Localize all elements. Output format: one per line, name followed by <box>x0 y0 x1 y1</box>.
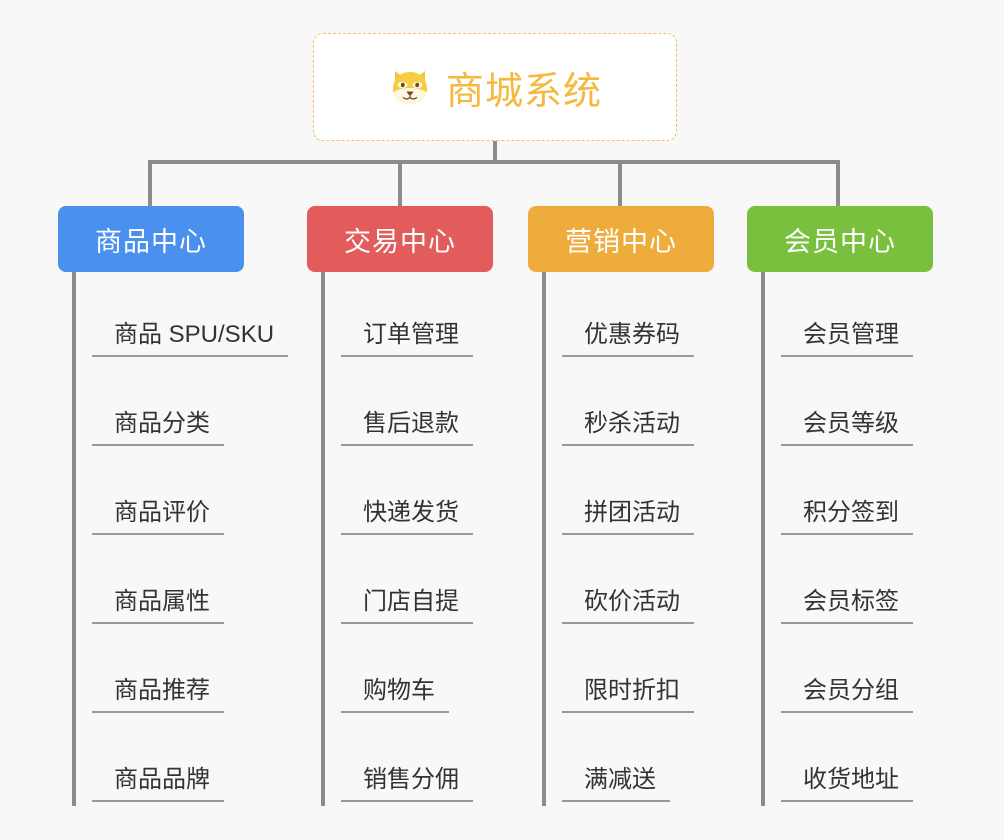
category-header-product[interactable]: 商品中心 <box>58 206 244 272</box>
connector-horizontal-bus <box>148 160 840 164</box>
category-label: 会员中心 <box>784 226 896 257</box>
list-item[interactable]: 门店自提 <box>341 539 532 628</box>
list-item[interactable]: 砍价活动 <box>562 539 748 628</box>
leaf-label: 快递发货 <box>341 499 473 535</box>
leaf-label: 秒杀活动 <box>562 410 694 446</box>
list-item[interactable]: 快递发货 <box>341 450 532 539</box>
category-header-marketing[interactable]: 营销中心 <box>528 206 714 272</box>
category-column-trade: 交易中心 订单管理 售后退款 快递发货 门店自提 购物车 销售分佣 <box>307 206 532 806</box>
leaf-label: 商品属性 <box>92 588 224 624</box>
leaf-label: 积分签到 <box>781 499 913 535</box>
root-title: 商城系统 <box>445 70 602 113</box>
list-item[interactable]: 购物车 <box>341 628 532 717</box>
list-item[interactable]: 拼团活动 <box>562 450 748 539</box>
list-item[interactable]: 会员分组 <box>781 628 967 717</box>
list-item[interactable]: 收货地址 <box>781 717 967 806</box>
leaf-label: 会员标签 <box>781 588 913 624</box>
leaf-label: 砍价活动 <box>562 588 694 624</box>
connector-drop-3 <box>618 160 622 208</box>
category-header-member[interactable]: 会员中心 <box>747 206 933 272</box>
leaf-label: 优惠券码 <box>562 321 694 357</box>
list-item[interactable]: 销售分佣 <box>341 717 532 806</box>
list-item[interactable]: 秒杀活动 <box>562 361 748 450</box>
list-item[interactable]: 订单管理 <box>341 272 532 361</box>
leaf-label: 销售分佣 <box>341 766 473 802</box>
leaf-label: 收货地址 <box>781 766 913 802</box>
leaf-label: 商品分类 <box>92 410 224 446</box>
root-node[interactable]: 商城系统 <box>313 33 677 141</box>
leaf-label: 满减送 <box>562 766 670 802</box>
list-item[interactable]: 商品品牌 <box>92 717 308 806</box>
list-item[interactable]: 优惠券码 <box>562 272 748 361</box>
leaf-label: 会员分组 <box>781 677 913 713</box>
connector-root-stem <box>493 141 497 164</box>
dog-face-icon <box>388 65 432 109</box>
connector-drop-4 <box>836 160 840 208</box>
list-item[interactable]: 售后退款 <box>341 361 532 450</box>
category-label: 交易中心 <box>344 226 456 257</box>
category-label: 营销中心 <box>565 226 677 257</box>
leaf-label: 拼团活动 <box>562 499 694 535</box>
category-column-member: 会员中心 会员管理 会员等级 积分签到 会员标签 会员分组 收货地址 <box>747 206 967 806</box>
leaf-label: 商品推荐 <box>92 677 224 713</box>
leaf-label: 限时折扣 <box>562 677 694 713</box>
list-item[interactable]: 商品分类 <box>92 361 308 450</box>
branch-trunk-product: 商品 SPU/SKU 商品分类 商品评价 商品属性 商品推荐 商品品牌 <box>72 272 308 806</box>
list-item[interactable]: 商品属性 <box>92 539 308 628</box>
leaf-label: 会员管理 <box>781 321 913 357</box>
list-item[interactable]: 会员管理 <box>781 272 967 361</box>
category-column-marketing: 营销中心 优惠券码 秒杀活动 拼团活动 砍价活动 限时折扣 满减送 <box>528 206 748 806</box>
category-label: 商品中心 <box>95 226 207 257</box>
leaf-label: 商品品牌 <box>92 766 224 802</box>
connector-drop-1 <box>148 160 152 208</box>
leaf-label: 订单管理 <box>341 321 473 357</box>
list-item[interactable]: 会员标签 <box>781 539 967 628</box>
leaf-label: 售后退款 <box>341 410 473 446</box>
leaf-label: 门店自提 <box>341 588 473 624</box>
leaf-label: 购物车 <box>341 677 449 713</box>
leaf-label: 会员等级 <box>781 410 913 446</box>
list-item[interactable]: 积分签到 <box>781 450 967 539</box>
leaf-label: 商品 SPU/SKU <box>92 321 289 357</box>
category-column-product: 商品中心 商品 SPU/SKU 商品分类 商品评价 商品属性 商品推荐 商品品牌 <box>58 206 308 806</box>
list-item[interactable]: 会员等级 <box>781 361 967 450</box>
leaf-label: 商品评价 <box>92 499 224 535</box>
branch-trunk-marketing: 优惠券码 秒杀活动 拼团活动 砍价活动 限时折扣 满减送 <box>542 272 748 806</box>
list-item[interactable]: 商品评价 <box>92 450 308 539</box>
list-item[interactable]: 商品 SPU/SKU <box>92 272 308 361</box>
list-item[interactable]: 限时折扣 <box>562 628 748 717</box>
list-item[interactable]: 满减送 <box>562 717 748 806</box>
branch-trunk-member: 会员管理 会员等级 积分签到 会员标签 会员分组 收货地址 <box>761 272 967 806</box>
category-header-trade[interactable]: 交易中心 <box>307 206 493 272</box>
list-item[interactable]: 商品推荐 <box>92 628 308 717</box>
branch-trunk-trade: 订单管理 售后退款 快递发货 门店自提 购物车 销售分佣 <box>321 272 532 806</box>
connector-drop-2 <box>398 160 402 208</box>
